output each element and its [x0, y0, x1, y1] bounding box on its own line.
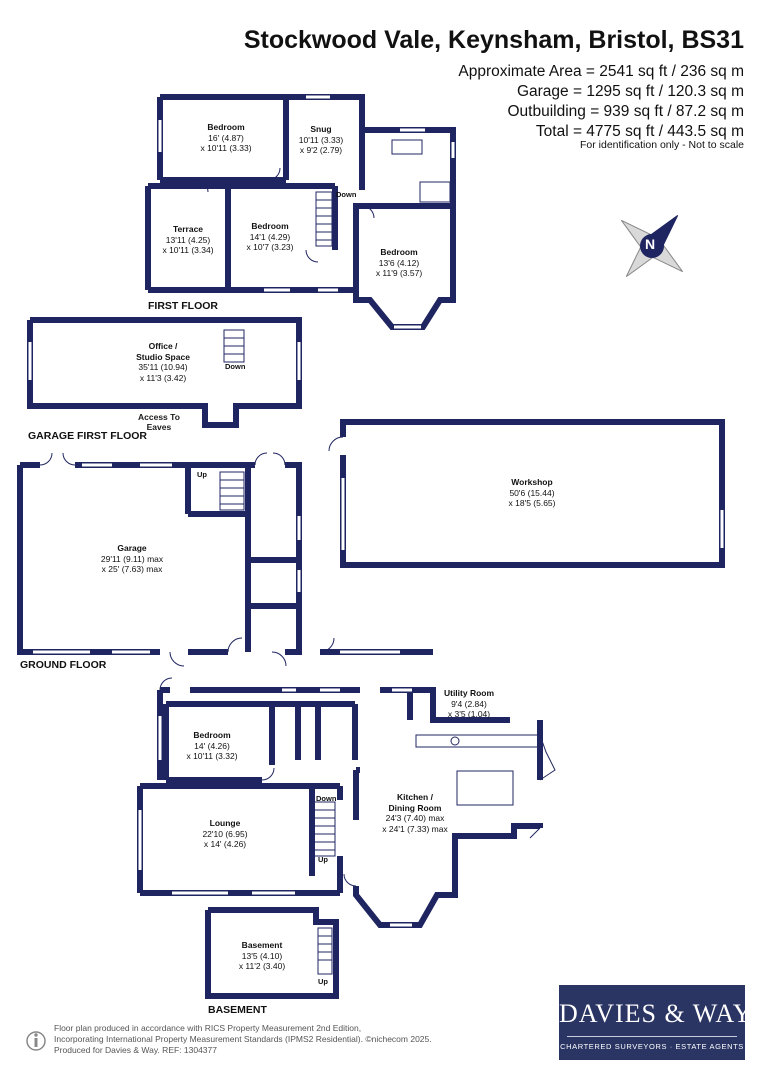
basement-walls: [205, 907, 339, 999]
stair-label-lounge-down: Down: [316, 794, 337, 803]
area-garage: Garage = 1295 sq ft / 120.3 sq m: [516, 83, 744, 100]
area-total: Total = 4775 sq ft / 443.5 sq m: [535, 123, 744, 140]
room-ff-terrace: Terrace 13'11 (4.25) x 10'11 (3.34): [162, 224, 214, 255]
stair-label-basement-up: Up: [318, 977, 328, 986]
room-ff-snug: Snug 10'11 (3.33) x 9'2 (2.79): [298, 124, 344, 155]
room-utility: Utility Room 9'4 (2.84) x 3'5 (1.04): [443, 688, 495, 719]
stair-label-garage-up: Up: [197, 470, 207, 479]
footer-notes: Floor plan produced in accordance with R…: [54, 1023, 432, 1055]
rics-info-icon: [26, 1031, 46, 1051]
area-outbuilding: Outbuilding = 939 sq ft / 87.2 sq m: [507, 103, 744, 120]
stair-label-ff-down: Down: [336, 190, 357, 199]
room-gf-bedroom: Bedroom 14' (4.26) x 10'11 (3.32): [186, 730, 238, 761]
label-ground-floor: GROUND FLOOR: [20, 659, 107, 671]
property-title: Stockwood Vale, Keynsham, Bristol, BS31: [243, 26, 744, 54]
label-first-floor: FIRST FLOOR: [148, 300, 218, 312]
room-basement: Basement 13'5 (4.10) x 11'2 (3.40): [238, 940, 286, 971]
logo-tagline: CHARTERED SURVEYORS · ESTATE AGENTS: [560, 1042, 744, 1051]
room-garage: Garage 29'11 (9.11) max x 25' (7.63) max: [100, 543, 164, 574]
stair-label-lounge-up: Up: [318, 855, 328, 864]
ground-floor-walls: [137, 687, 543, 928]
label-garage-first-floor: GARAGE FIRST FLOOR: [28, 430, 147, 442]
area-summary: Approximate Area = 2541 sq ft / 236 sq m…: [458, 62, 744, 142]
room-office-studio: Office / Studio Space 35'11 (10.94) x 11…: [136, 341, 190, 383]
room-ff-bedroom-3: Bedroom 13'6 (4.12) x 11'9 (3.57): [375, 247, 423, 278]
room-kitchen-dining: Kitchen / Dining Room 24'3 (7.40) max x …: [382, 792, 448, 834]
label-basement: BASEMENT: [208, 1004, 267, 1016]
compass-icon: [620, 214, 684, 278]
garage-walls: [17, 462, 433, 655]
stair-label-office-down: Down: [225, 362, 246, 371]
compass-label: N: [645, 236, 656, 252]
room-workshop: Workshop 50'6 (15.44) x 18'5 (5.65): [508, 477, 556, 508]
area-approximate: Approximate Area = 2541 sq ft / 236 sq m: [458, 63, 744, 80]
davies-and-way-logo: DAVIES & WAY CHARTERED SURVEYORS · ESTAT…: [559, 985, 753, 1060]
logo-divider: [567, 1036, 737, 1037]
room-lounge: Lounge 22'10 (6.95) x 14' (4.26): [202, 818, 248, 849]
logo-brand-text: DAVIES & WAY: [559, 999, 753, 1028]
room-ff-bedroom-1: Bedroom 16' (4.87) x 10'11 (3.33): [200, 122, 252, 153]
room-ff-bedroom-2: Bedroom 14'1 (4.29) x 10'7 (3.23): [246, 221, 294, 252]
access-to-eaves-label: Access To Eaves: [138, 412, 180, 432]
identification-disclaimer: For identification only - Not to scale: [580, 139, 744, 151]
